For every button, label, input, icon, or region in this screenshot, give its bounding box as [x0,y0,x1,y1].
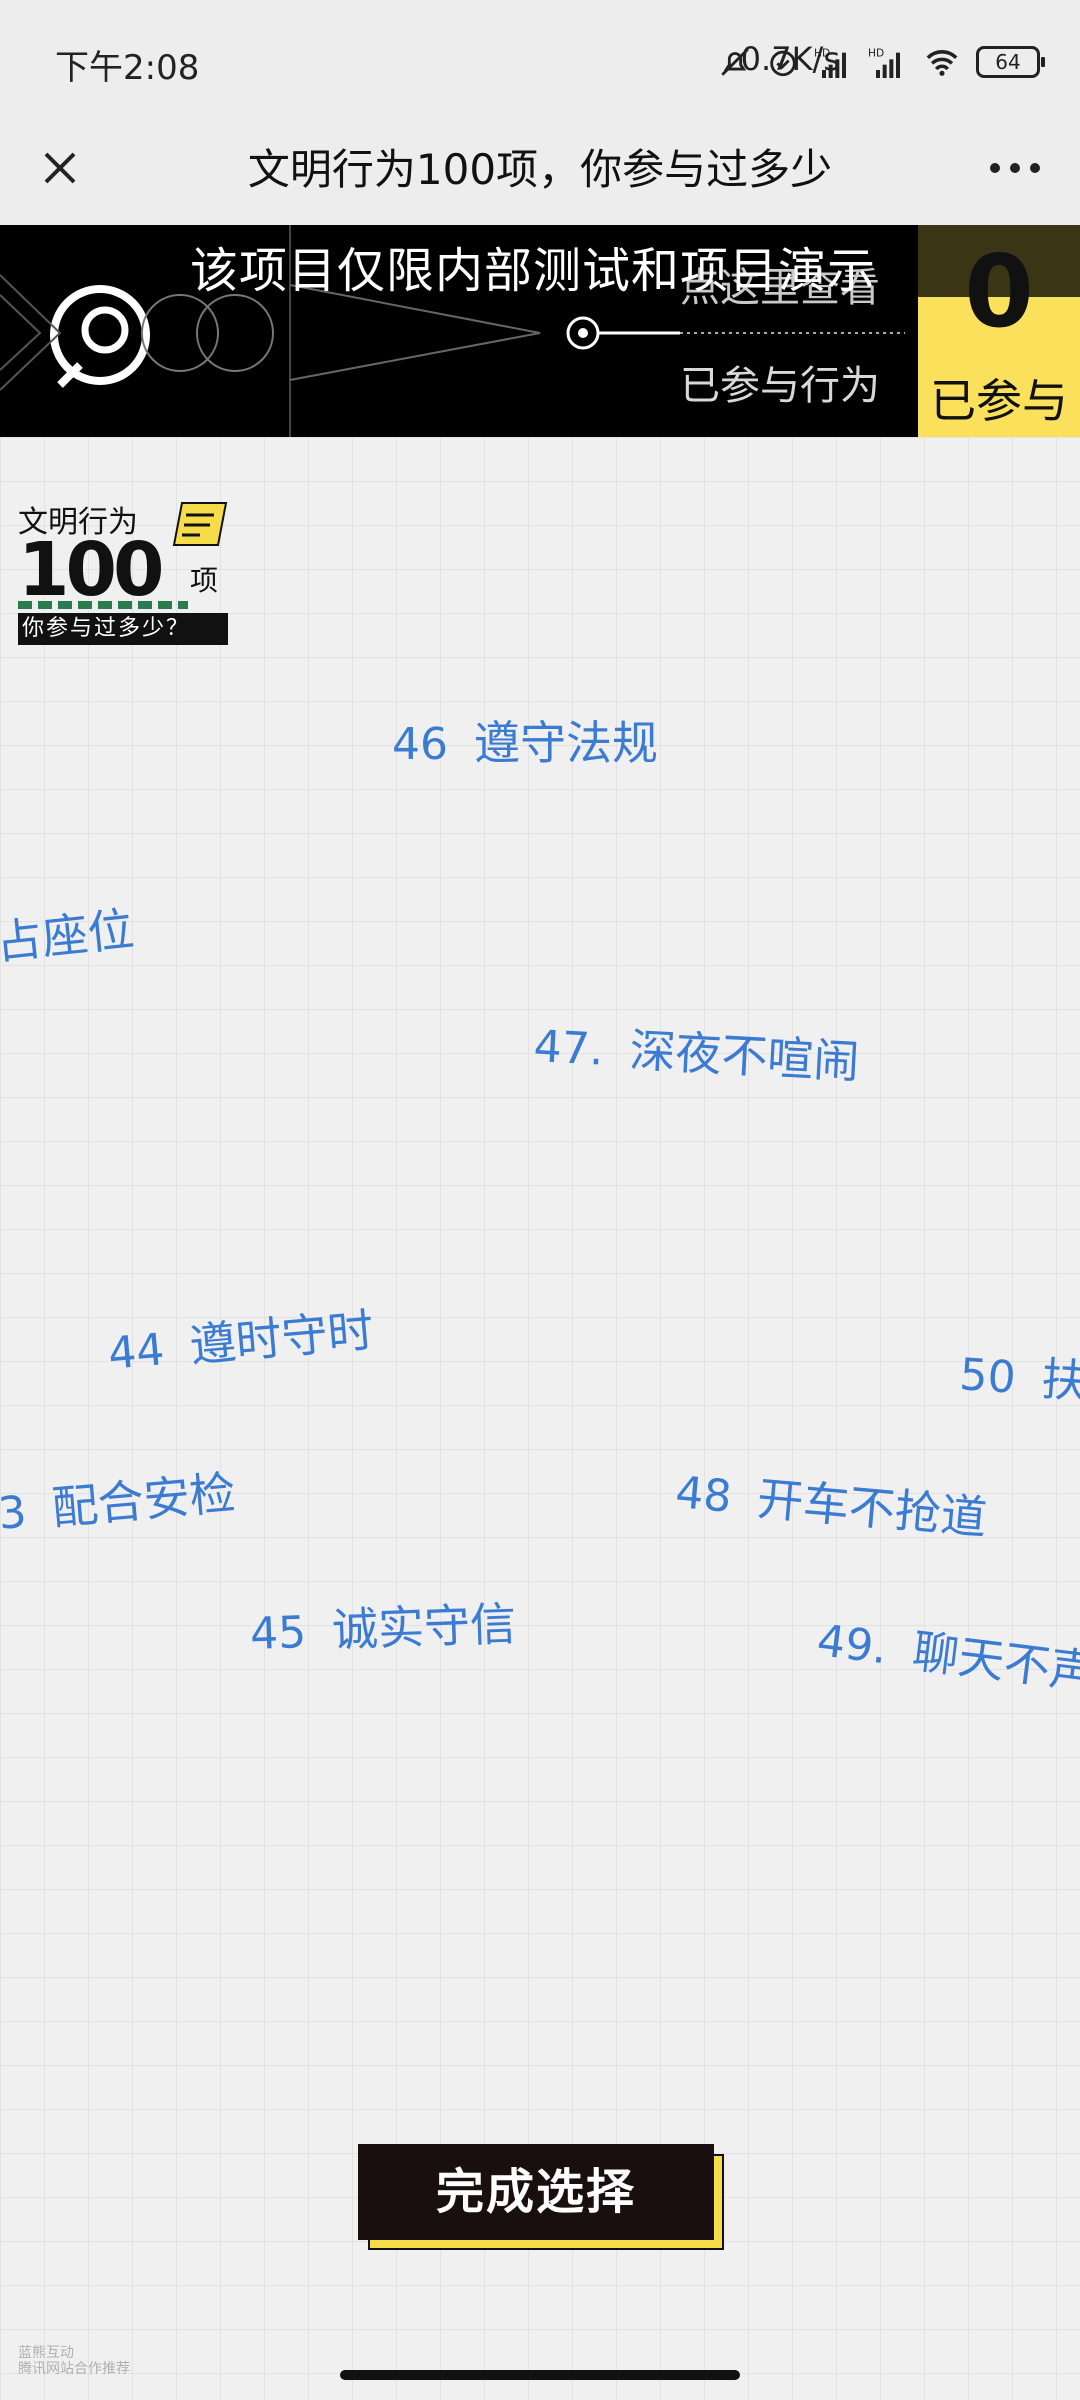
logo-stripes [18,601,188,609]
nav-bar: 文明行为100项，你参与过多少 [0,120,1080,225]
counter-top-band [918,225,1080,297]
status-icons: HD HD 64 [718,38,1045,86]
banner-overlay-text: 该项目仅限内部测试和项目演示 [190,243,877,299]
footer-brand: 蓝熊互动 腾讯网站合作推荐 [18,2345,130,2377]
banner-sub-text: 已参与行为 [680,363,880,409]
status-time: 下午2:08 [55,48,200,88]
signal-hd-icon: HD [814,47,846,78]
item-label: 扶 [1039,1351,1080,1409]
item-label: 深夜不喧闹 [628,1023,861,1090]
item-label: 聊天不声 [909,1623,1080,1700]
battery-icon: 64 [976,46,1045,78]
svg-text:HD: HD [868,47,884,60]
item-number: 3 [0,1486,29,1540]
footer-brand-line2: 腾讯网站合作推荐 [18,2361,130,2377]
list-item[interactable]: 3 配合安检 [0,1456,238,1542]
item-number: 47. [532,1021,605,1076]
banner-graphic [0,225,905,437]
home-indicator[interactable] [340,2370,740,2380]
bell-muted-icon [721,48,749,76]
list-item[interactable]: 47. 深夜不喧闹 [532,1009,861,1092]
item-label: 开车不抢道 [755,1471,989,1546]
item-number: 46 [392,719,448,770]
list-item[interactable]: 占座位 [0,893,137,973]
list-item[interactable]: 50 扶 [958,1337,1080,1412]
footer-brand-line1: 蓝熊互动 [18,2345,74,2361]
close-icon[interactable] [30,138,90,198]
campaign-logo: 文明行为 100 项 你参与过多少？ [18,497,258,647]
signal-hd-icon: HD [868,47,900,78]
list-item[interactable]: 44 遵时守时 [105,1294,376,1383]
svg-text:HD: HD [814,47,830,60]
item-label: 遵守法规 [474,716,658,770]
item-number: 45 [249,1607,308,1660]
item-number: 44 [106,1324,167,1380]
list-item[interactable]: 45 诚实守信 [249,1588,517,1663]
list-item[interactable]: 49. 聊天不声 [814,1603,1080,1703]
logo-number: 100 [18,527,164,613]
item-number: 48 [673,1467,734,1523]
counter-label: 已参与 [930,374,1068,428]
counter-value: 0 [964,233,1034,350]
item-number: 50 [957,1349,1018,1404]
logo-unit: 项 [190,564,219,597]
done-button[interactable]: 完成选择 [358,2144,714,2240]
item-label: 遵时守时 [187,1302,376,1373]
logo-subtitle: 你参与过多少？ [18,613,228,645]
item-label: 占座位 [0,901,137,970]
item-label: 诚实守信 [331,1596,517,1658]
banner[interactable]: 点这里查看 已参与行为 该项目仅限内部测试和项目演示 0 已参与 [0,225,1080,437]
item-number: 49. [814,1615,891,1675]
page-title: 文明行为100项，你参与过多少 [247,145,833,194]
banner-link-text[interactable]: 点这里查看 [680,265,880,311]
participation-counter[interactable]: 0 已参与 [918,225,1080,437]
list-item[interactable]: 48 开车不抢道 [673,1455,990,1548]
item-canvas: 文明行为 100 项 你参与过多少？ 46 遵守法规 占座位 47. 深夜不喧闹 4… [0,437,1080,2400]
more-icon[interactable] [980,138,1050,198]
list-item[interactable]: 46 遵守法规 [392,707,658,773]
done-button-wrapper: 完成选择 [358,2144,724,2250]
wifi-icon [926,50,958,76]
logo-line1: 文明行为 [18,505,138,540]
status-bar: 下午2:08 0.7K/s HD HD 64 [0,0,1080,120]
alarm-icon [770,50,796,77]
item-label: 配合安检 [49,1465,238,1536]
note-icon [172,502,228,546]
